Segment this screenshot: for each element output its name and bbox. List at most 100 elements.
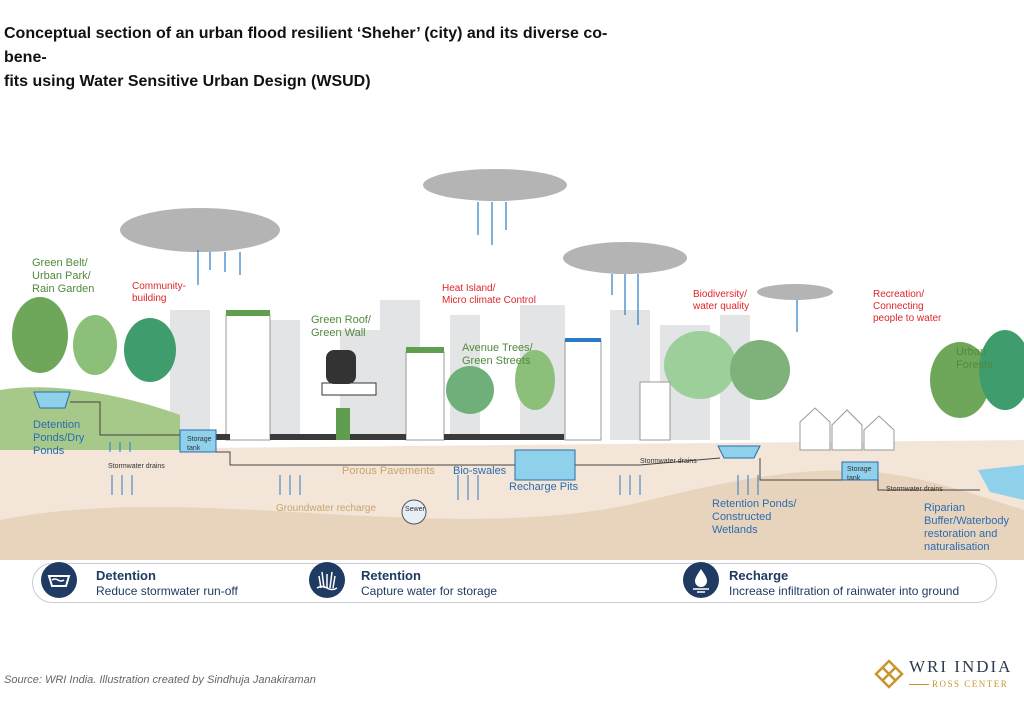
label-stormwater-drains-2: Stormwater drains [640,458,697,465]
label-line: restoration and [924,528,998,540]
roof-garden [406,347,444,353]
wri-knot-icon [874,659,904,689]
title-line-1: Conceptual section of an urban flood res… [4,25,608,66]
label-line: Urban [956,346,986,358]
label-line: Green Wall [311,327,366,339]
small-building [639,381,671,441]
label-avenue-trees: Avenue Trees/ Green Streets [462,342,533,368]
groundwater-layer [0,470,1024,560]
label-recreation: Recreation/ Connecting people to water [873,289,941,325]
label-line: Wetlands [712,524,758,536]
legend-recharge-subtitle: Increase infiltration of rainwater into … [729,584,960,598]
city-section-illustration [0,169,1024,560]
label-line: Green Roof/ [311,314,371,326]
mid-building [405,351,445,441]
legend-recharge-title: Recharge [729,568,789,583]
label-green-belt: Green Belt/ Urban Park/ Rain Garden [32,257,94,296]
legend-detention-title: Detention [96,568,156,583]
label-heat-island: Heat Island/ Micro climate Control [442,283,536,307]
label-green-roof: Green Roof/ Green Wall [311,314,371,340]
sewer-pipe [401,499,427,525]
label-detention-ponds: Detention Ponds/Dry Ponds [33,419,84,458]
label-line: Constructed [712,511,772,523]
logo-divider [909,684,929,685]
storage-tank-1 [179,429,217,453]
label-line: Community- [132,281,186,292]
label-line: Green Belt/ [32,257,88,269]
legend-retention-subtitle: Capture water for storage [361,584,498,598]
rain-arrows [197,202,798,332]
detention-pond [33,391,71,409]
label-recharge-pits: Recharge Pits [509,481,579,493]
label-storage-tank-2: Storage tank [847,465,872,483]
label-line: building [132,293,167,304]
label-line: Micro climate Control [442,295,536,306]
label-line: Rain Garden [32,283,95,295]
recharge-drop-icon [683,562,719,598]
label-community-building: Community- building [132,281,186,305]
label-porous-pavements: Porous Pavements [342,465,435,477]
retention-pond [717,445,761,459]
rooftop-tank [565,338,601,342]
cloud-2 [423,169,567,201]
cloud-3 [563,242,687,274]
green-roof [226,310,270,316]
logo-subtitle: ROSS CENTER [932,679,1009,689]
label-line: Riparian [924,502,965,514]
source-caption: Source: WRI India. Illustration created … [4,674,316,686]
recharge-pit [514,449,576,481]
label-line: naturalisation [924,541,990,553]
buildings [225,314,895,451]
label-sewer: Sewer [405,506,425,513]
cloud-1 [120,208,280,252]
green-roof-tower [225,314,271,441]
label-bio-swales: Bio-swales [453,465,507,477]
label-line: Avenue Trees/ [462,342,533,354]
legend-detention-subtitle: Reduce stormwater run-off [96,584,238,598]
cloud-4 [757,284,833,300]
label-line: tank [187,445,201,452]
label-line: Biodiversity/ [693,289,747,300]
label-storage-tank-1: Storage tank [187,435,212,453]
green-belt-hill [0,387,180,450]
title-line-2: fits using Water Sensitive Urban Design … [4,73,371,90]
wri-india-logo: WRI INDIA ROSS CENTER [872,655,1017,695]
label-line: Heat Island/ [442,283,496,294]
label-line: Storage [187,436,212,443]
label-line: Green Streets [462,355,531,367]
label-stormwater-drains-1: Stormwater drains [108,463,165,470]
detention-basin-icon [41,562,77,598]
storage-tank-2 [841,461,879,481]
metro-station [321,350,377,440]
label-urban-forests: Urban Forests [956,346,993,372]
label-line: Urban Park/ [32,270,91,282]
diagram-title: Conceptual section of an urban flood res… [4,22,644,94]
label-retention-ponds: Retention Ponds/ Constructed Wetlands [712,498,796,537]
rain-clouds [120,169,833,300]
legend-bar: Detention Reduce stormwater run-off Rete… [32,562,997,603]
label-line: tank [847,475,861,482]
stormwater-drain-lines [70,401,980,491]
infiltration-arrows [109,442,759,500]
label-line: Recreation/ [873,289,925,300]
legend-retention-title: Retention [361,568,421,583]
retention-plant-icon [309,562,345,598]
label-line: Forests [956,359,993,371]
label-line: people to water [873,313,942,324]
label-line: Ponds [33,445,65,457]
label-line: Detention [33,419,81,431]
label-biodiversity: Biodiversity/ water quality [693,289,749,313]
label-groundwater-recharge: Groundwater recharge [276,503,377,514]
tall-building [564,339,602,441]
label-line: Connecting [873,301,924,312]
label-line: Ponds/Dry [33,432,85,444]
trees [12,297,1024,418]
label-line: water quality [693,301,750,312]
label-riparian: Riparian Buffer/Waterbody restoration an… [924,502,1009,554]
label-line: Buffer/Waterbody [924,515,1009,527]
waterbody [978,465,1024,500]
label-line: Storage [847,466,872,473]
logo-name: WRI INDIA [909,657,1013,676]
label-line: Retention Ponds/ [712,498,797,510]
label-stormwater-drains-3: Stormwater drains [886,486,943,493]
